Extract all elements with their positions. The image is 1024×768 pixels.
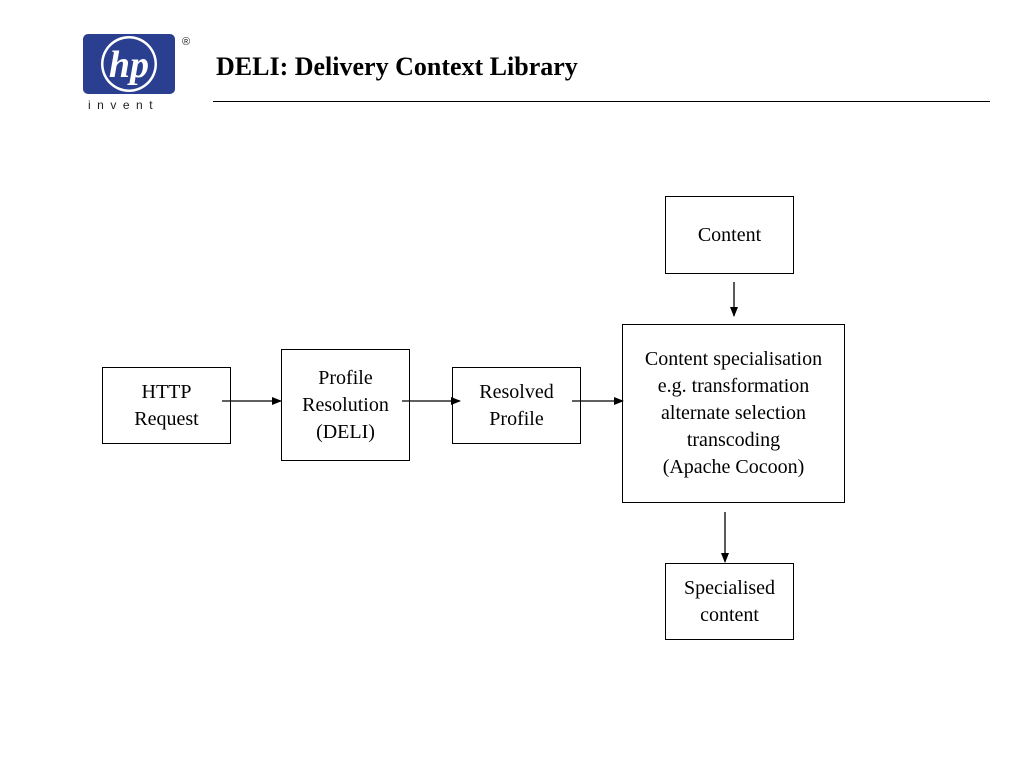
content-box: Content — [665, 196, 794, 274]
http-request-box: HTTP Request — [102, 367, 231, 444]
content-specialisation-box: Content specialisation e.g. transformati… — [622, 324, 845, 503]
resolved-profile-box: Resolved Profile — [452, 367, 581, 444]
hp-logo-letters: hp — [109, 44, 149, 86]
hp-logo-mark: hp ® — [83, 34, 190, 94]
hp-logo: hp ® invent — [82, 33, 192, 115]
registered-mark: ® — [182, 36, 190, 48]
title-divider — [213, 101, 990, 102]
hp-invent-word: invent — [88, 98, 160, 112]
specialised-content-box: Specialised content — [665, 563, 794, 640]
slide-title: DELI: Delivery Context Library — [216, 52, 578, 81]
profile-resolution-box: Profile Resolution (DELI) — [281, 349, 410, 461]
